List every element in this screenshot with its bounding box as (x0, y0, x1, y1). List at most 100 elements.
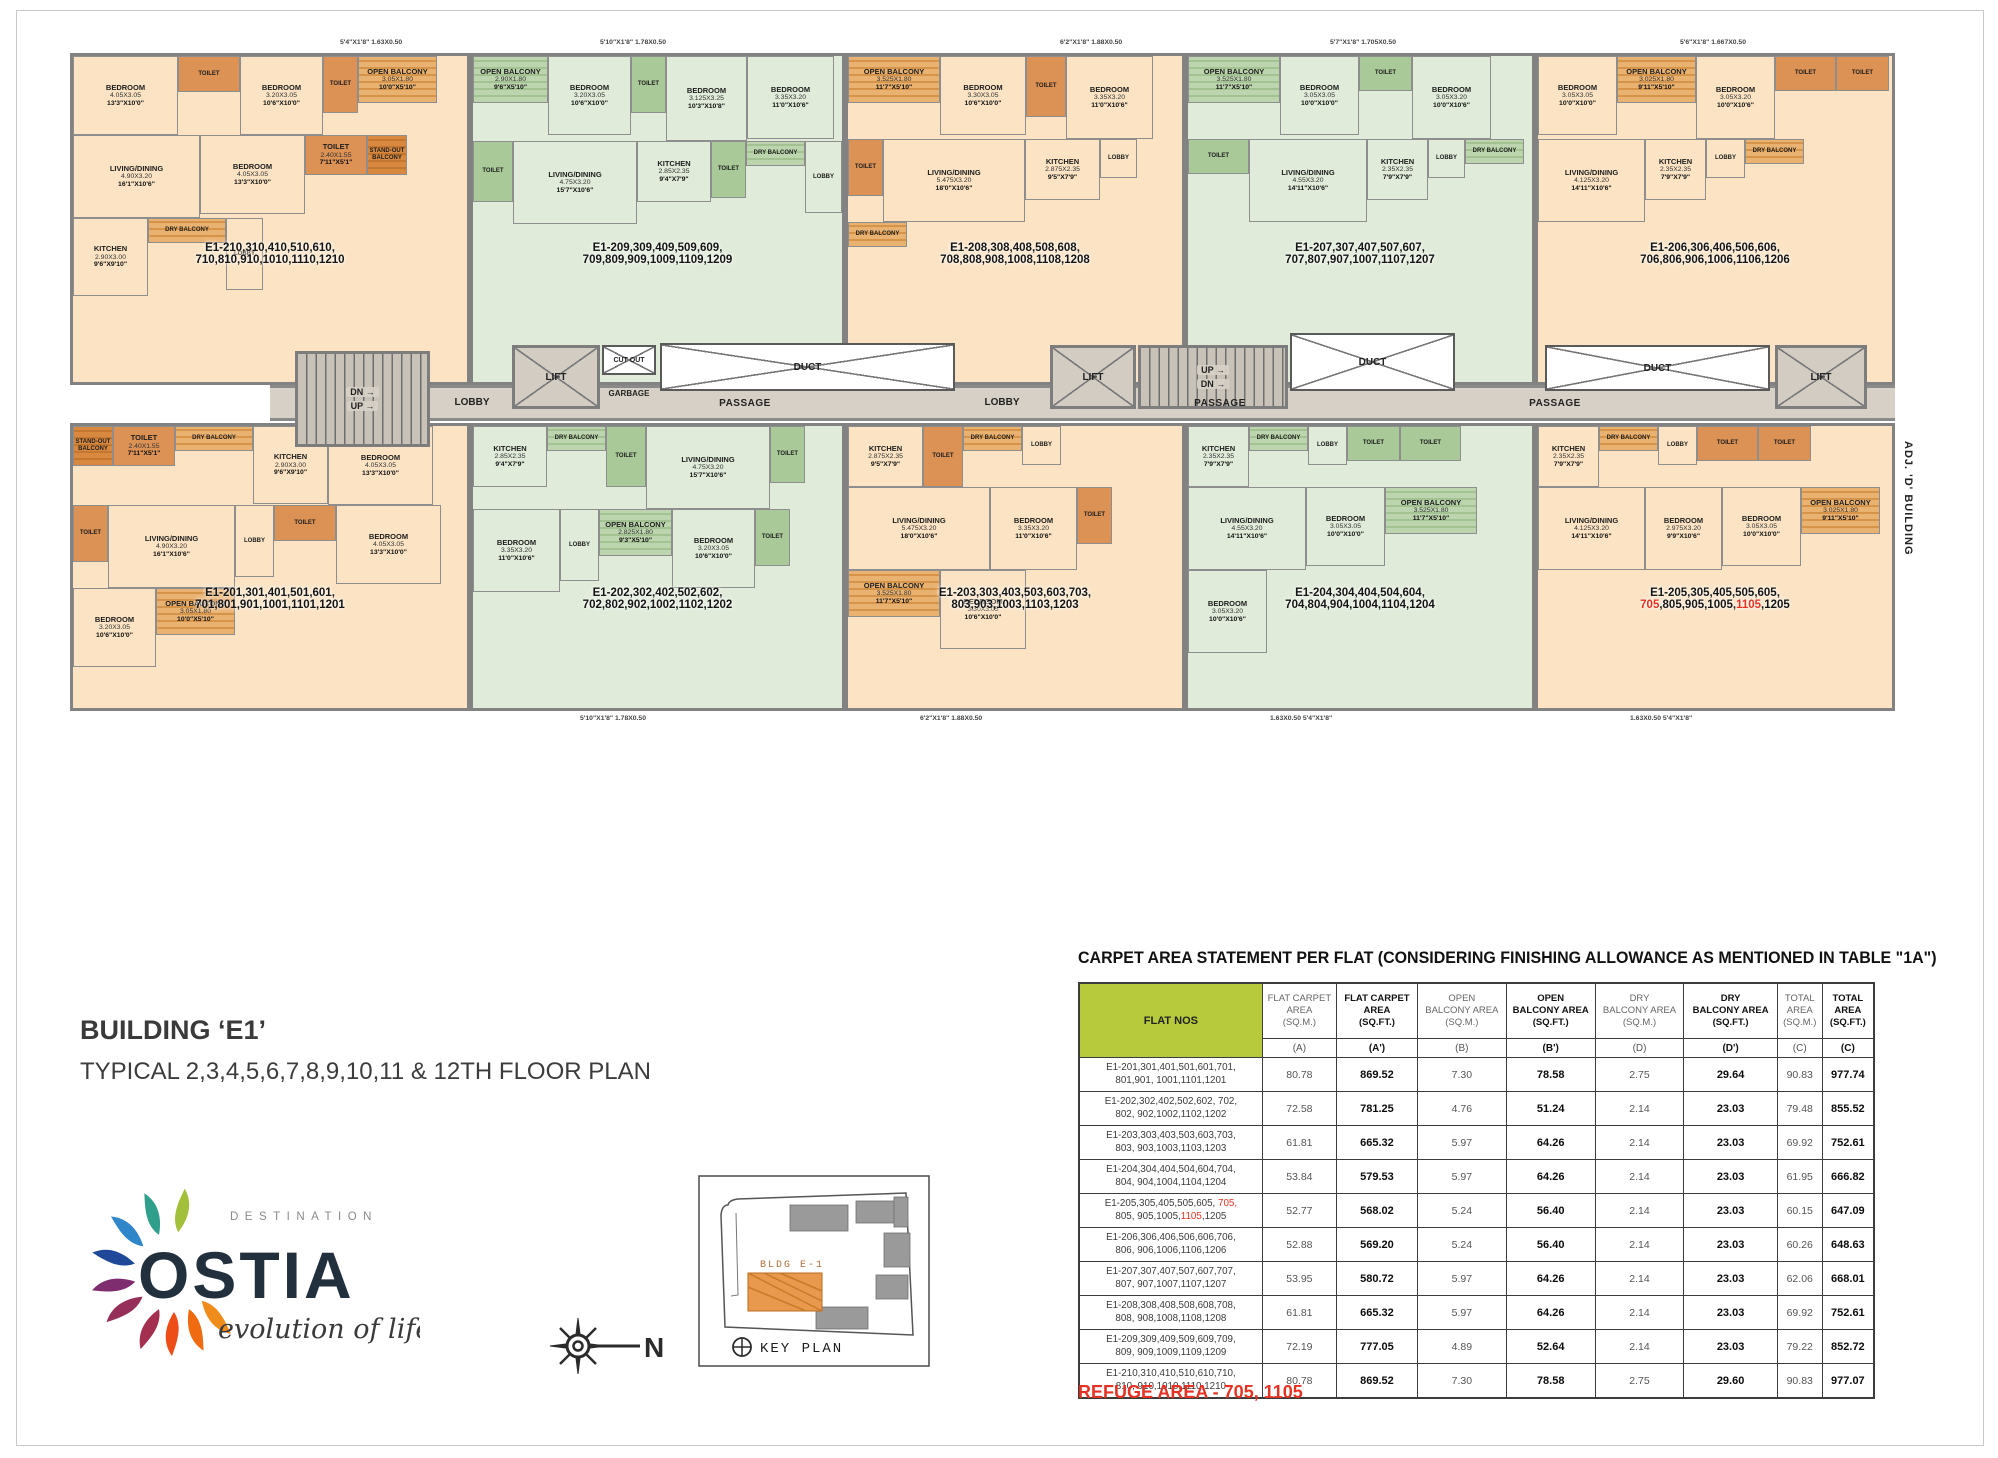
garbage-label: GARBAGE (608, 388, 650, 398)
passage-label: PASSAGE (719, 397, 771, 409)
unit-label: E1-205,305,405,505,605,705,805,905,1005,… (1640, 586, 1790, 611)
window-dimension: 5'6"X1'8" 1.667X0.50 (1680, 39, 1746, 46)
logo-tagline: evolution of life (218, 1314, 420, 1345)
lobby-label: LOBBY (984, 396, 1020, 408)
area-value-cell: 5.97 (1416, 1261, 1507, 1296)
area-value-cell: 80.78 (1261, 1363, 1337, 1399)
area-value-cell: 7.30 (1416, 1057, 1507, 1092)
logo-wordmark: OSTIA (138, 1238, 355, 1312)
table-row: E1-207,307,407,507,607,707,807, 907,1007… (1078, 1261, 1875, 1296)
window-dimension: 1.63X0.50 5'4"X1'8" (1270, 715, 1333, 722)
area-value-cell: 647.09 (1821, 1193, 1875, 1228)
area-value-cell: 2.14 (1594, 1295, 1685, 1330)
area-value-cell: 2.14 (1594, 1329, 1685, 1364)
room-lobby: LOBBY (1308, 426, 1347, 465)
col-subheader: (A) (1261, 1038, 1337, 1058)
area-value-cell: 781.25 (1335, 1091, 1418, 1126)
area-value-cell: 78.58 (1505, 1057, 1596, 1092)
logo-ray (106, 1296, 143, 1323)
area-value-cell: 668.01 (1821, 1261, 1875, 1296)
area-value-cell: 61.81 (1261, 1125, 1337, 1160)
area-value-cell: 23.03 (1683, 1091, 1778, 1126)
area-value-cell: 52.88 (1261, 1227, 1337, 1262)
room-toilet: TOILET (73, 505, 108, 562)
area-value-cell: 2.14 (1594, 1159, 1685, 1194)
room-dry-balcony: DRY BALCONY (175, 426, 253, 451)
table-row: E1-201,301,401,501,601,701,801,901, 1001… (1078, 1057, 1875, 1092)
area-value-cell: 62.06 (1776, 1261, 1823, 1296)
window-dimension: 5'10"X1'8" 1.78X0.50 (580, 715, 646, 722)
logo-destination: DESTINATION (230, 1211, 378, 1223)
room-dry-balcony: DRY BALCONY (1745, 139, 1804, 164)
lobby-label: LOBBY (454, 396, 490, 408)
window-dimension: 6'2"X1'8" 1.88X0.50 (920, 715, 983, 722)
room-toilet: TOILET (923, 426, 963, 487)
area-value-cell: 2.14 (1594, 1227, 1685, 1262)
area-value-cell: 977.07 (1821, 1363, 1875, 1399)
table-row: E1-205,305,405,505,605, 705,805, 905,100… (1078, 1193, 1875, 1228)
area-value-cell: 7.30 (1416, 1363, 1507, 1399)
duct: DUCT (660, 343, 955, 391)
area-value-cell: 60.26 (1776, 1227, 1823, 1262)
area-value-cell: 79.48 (1776, 1091, 1823, 1126)
table-row: E1-209,309,409,509,609,709,809, 909,1009… (1078, 1329, 1875, 1364)
table-row: E1-210,310,410,510,610,710,810, 910,1010… (1078, 1363, 1875, 1399)
building-subtitle: TYPICAL 2,3,4,5,6,7,8,9,10,11 & 12TH FLO… (80, 1058, 651, 1085)
lift: LIFT (512, 345, 600, 409)
room-dry-balcony: DRY BALCONY (547, 426, 606, 451)
area-value-cell: 23.03 (1683, 1295, 1778, 1330)
table-title: CARPET AREA STATEMENT PER FLAT (CONSIDER… (1078, 948, 1937, 967)
area-value-cell: 61.81 (1261, 1295, 1337, 1330)
room-lobby: LOBBY (805, 141, 842, 213)
area-value-cell: 56.40 (1505, 1227, 1596, 1262)
window-dimension: 5'7"X1'8" 1.705X0.50 (1330, 39, 1396, 46)
area-value-cell: 855.52 (1821, 1091, 1875, 1126)
area-value-cell: 69.92 (1776, 1295, 1823, 1330)
area-value-cell: 53.84 (1261, 1159, 1337, 1194)
col-header: OPEN BALCONY AREA (SQ.FT.) (1505, 982, 1596, 1039)
page-frame (16, 10, 1984, 1446)
area-value-cell: 72.19 (1261, 1329, 1337, 1364)
room-toilet: TOILET (1400, 426, 1461, 461)
room-lobby: LOBBY (235, 505, 274, 577)
compass-star (549, 1317, 607, 1375)
passage-label: PASSAGE (1194, 397, 1246, 409)
logo-ray (201, 1300, 231, 1334)
flat-nos-cell: E1-205,305,405,505,605, 705,805, 905,100… (1078, 1193, 1263, 1228)
area-value-cell: 666.82 (1821, 1159, 1875, 1194)
area-value-cell: 69.92 (1776, 1125, 1823, 1160)
room-toilet: TOILET (1188, 139, 1249, 174)
site-buildings (789, 1196, 911, 1330)
room-stand-out-balcony: STAND-OUT BALCONY (73, 426, 113, 466)
unit-label: E1-207,307,407,507,607,707,807,907,1007,… (1285, 241, 1435, 266)
col-header: FLAT CARPET AREA (SQ.M.) (1261, 982, 1337, 1039)
area-value-cell: 23.03 (1683, 1125, 1778, 1160)
col-subheader: (B) (1416, 1038, 1507, 1058)
lift: LIFT (1775, 345, 1867, 409)
area-value-cell: 665.32 (1335, 1295, 1418, 1330)
col-subheader: (C) (1776, 1038, 1823, 1058)
